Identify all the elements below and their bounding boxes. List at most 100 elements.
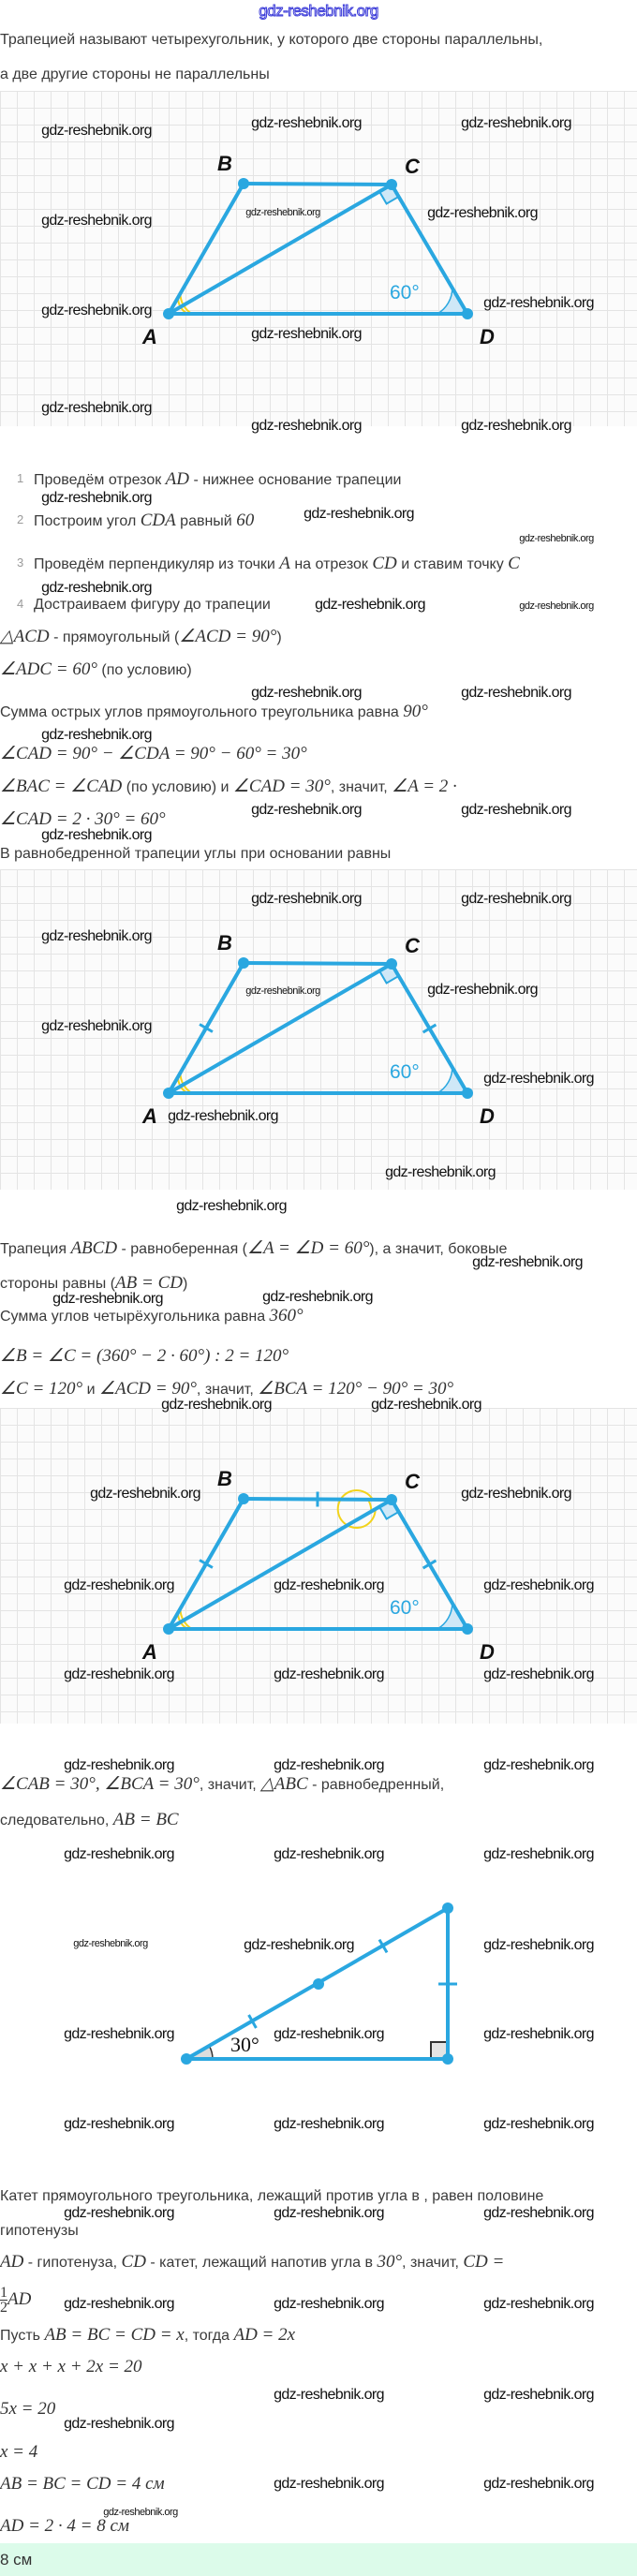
text-line: Катет прямоугольного треугольника, лежащ… xyxy=(0,2187,543,2206)
watermark-text: gdz-reshebnik.org xyxy=(483,2116,594,2132)
watermark-text: gdz-reshebnik.org xyxy=(385,1164,496,1180)
watermark-text: gdz-reshebnik.org xyxy=(274,2476,384,2492)
text-segment: , значит, xyxy=(199,1777,261,1793)
text-line: ∠B = ∠C = (360° − 2 · 60°) : 2 = 120° xyxy=(0,1347,289,1367)
math-expression: C xyxy=(508,554,520,573)
side-AB xyxy=(167,182,245,316)
watermark-text: gdz-reshebnik.org xyxy=(274,2205,384,2221)
watermark-text: gdz-reshebnik.org xyxy=(519,600,594,612)
watermark-text: gdz-reshebnik.org xyxy=(483,2296,594,2312)
watermark-text: gdz-reshebnik.org xyxy=(90,1486,200,1502)
math-expression: AB = CD xyxy=(115,1273,183,1293)
watermark-text: gdz-reshebnik.org xyxy=(274,2116,384,2132)
math-expression: AD xyxy=(0,2252,24,2272)
text-segment: Проведём отрезок xyxy=(34,472,166,488)
math-expression: 30° xyxy=(377,2252,403,2272)
watermark-text: gdz-reshebnik.org xyxy=(371,1397,481,1413)
text-line: △ACD - прямоугольный (∠ACD = 90°) xyxy=(0,628,282,647)
angle-label-60: 60° xyxy=(390,282,420,303)
math-expression: ∠B = ∠C = (360° − 2 · 60°) : 2 = 120° xyxy=(0,1346,289,1366)
watermark-text: gdz-reshebnik.org xyxy=(41,928,152,944)
equal-side-tick xyxy=(422,1559,437,1570)
text-segment: ) xyxy=(276,629,282,645)
math-expression: △ABC xyxy=(260,1774,308,1794)
midpoint-dot xyxy=(313,1978,324,1990)
text-line: AB = BC = CD = 4 см xyxy=(0,2475,165,2495)
watermark-text: gdz-reshebnik.org xyxy=(41,580,152,596)
text-line: AD = 2 · 4 = 8 см xyxy=(0,2517,129,2537)
text-segment: - катет, лежащий напотив угла в xyxy=(145,2255,378,2271)
text-segment: Катет прямоугольного треугольника, лежащ… xyxy=(0,2188,544,2204)
text-segment: Проведём перпендикуляр из точки xyxy=(34,556,280,572)
text-segment: , значит, xyxy=(330,779,393,795)
watermark-text: gdz-reshebnik.org xyxy=(461,802,571,818)
text-segment: ), а значит, боковые xyxy=(369,1241,508,1257)
text-segment: , значит, xyxy=(196,1382,259,1398)
watermark-text: gdz-reshebnik.org xyxy=(472,1254,583,1270)
watermark-text: gdz-reshebnik.org xyxy=(41,303,152,318)
watermark-text: gdz-reshebnik.org xyxy=(519,533,594,544)
vertex-label-D: D xyxy=(480,1104,495,1128)
step-item: Проведём перпендикуляр из точки A на отр… xyxy=(34,555,520,574)
math-expression: x + x + x + 2x = 20 xyxy=(0,2357,142,2376)
equal-side-tick xyxy=(199,1559,214,1569)
equal-side-tick xyxy=(378,1938,389,1954)
math-expression: ∠A = ∠D = 60° xyxy=(247,1238,370,1258)
math-expression: AB = BC = CD = x xyxy=(44,2325,185,2345)
text-line: ∠BAC = ∠CAD (по условию) и ∠CAD = 30°, з… xyxy=(0,777,457,797)
watermark-text: gdz-reshebnik.org xyxy=(427,205,538,221)
watermark-text: gdz-reshebnik.org xyxy=(304,506,414,522)
watermark-text: gdz-reshebnik.org xyxy=(41,400,152,416)
watermark-text: gdz-reshebnik.org xyxy=(461,891,571,907)
fraction-denominator: 2 xyxy=(0,2300,7,2316)
text-segment: равный xyxy=(175,513,237,529)
watermark-text: gdz-reshebnik.org xyxy=(64,2026,174,2042)
watermark-text: gdz-reshebnik.org xyxy=(245,207,320,218)
watermark-text: gdz-reshebnik.org xyxy=(161,1397,272,1413)
text-segment: Сумма углов четырёхугольника равна xyxy=(0,1309,270,1325)
step-item: Проведём отрезок AD - нижнее основание т… xyxy=(34,470,401,490)
math-expression: ∠ADC = 60° xyxy=(0,659,97,679)
vertex-D xyxy=(462,1088,473,1099)
math-expression: ∠A = 2 · xyxy=(392,777,457,796)
math-expression: AD xyxy=(165,469,189,489)
watermark-text: gdz-reshebnik.org xyxy=(483,1666,594,1682)
math-expression: AD = 2x xyxy=(233,2325,296,2345)
vertex-B xyxy=(238,178,249,189)
angle-arc-C xyxy=(336,1489,377,1529)
watermark-text: gdz-reshebnik.org xyxy=(483,2476,594,2492)
text-line: стороны равны (AB = CD) xyxy=(0,1274,187,1294)
vertex-label-A: A xyxy=(141,1640,157,1664)
watermark-text: gdz-reshebnik.org xyxy=(262,1289,373,1305)
math-expression: 5x = 20 xyxy=(0,2399,56,2419)
watermark-text: gdz-reshebnik.org xyxy=(64,2116,174,2132)
math-expression: ∠ACD = 90° xyxy=(98,1379,197,1399)
watermark-text: gdz-reshebnik.org xyxy=(483,1846,594,1862)
step-number: 2 xyxy=(17,512,24,526)
header-watermark-logo[interactable]: gdz-reshebnik.org xyxy=(259,2,379,21)
fraction-numerator: 1 xyxy=(0,2285,7,2301)
step-number: 4 xyxy=(17,597,24,611)
math-expression: 60 xyxy=(236,511,255,530)
watermark-text: gdz-reshebnik.org xyxy=(483,1937,594,1953)
right-triangle-svg: 30° xyxy=(181,1902,457,2065)
angle-label-60: 60° xyxy=(390,1061,420,1083)
watermark-text: gdz-reshebnik.org xyxy=(274,1757,384,1773)
math-expression: CD xyxy=(372,554,397,573)
text-segment: Пусть xyxy=(0,2328,45,2344)
side-CD xyxy=(390,183,469,316)
watermark-text: gdz-reshebnik.org xyxy=(41,490,152,506)
step-number: 3 xyxy=(17,555,24,570)
text-segment: (по условию) xyxy=(96,662,192,678)
text-segment: и ставим точку xyxy=(396,556,509,572)
text-line: ∠C = 120° и ∠ACD = 90°, значит, ∠BCA = 1… xyxy=(0,1380,453,1399)
watermark-text: gdz-reshebnik.org xyxy=(64,2205,174,2221)
answer-text: 8 см xyxy=(0,2551,33,2569)
vertex-C xyxy=(386,179,397,190)
angle-label-30: 30° xyxy=(230,2033,259,2056)
